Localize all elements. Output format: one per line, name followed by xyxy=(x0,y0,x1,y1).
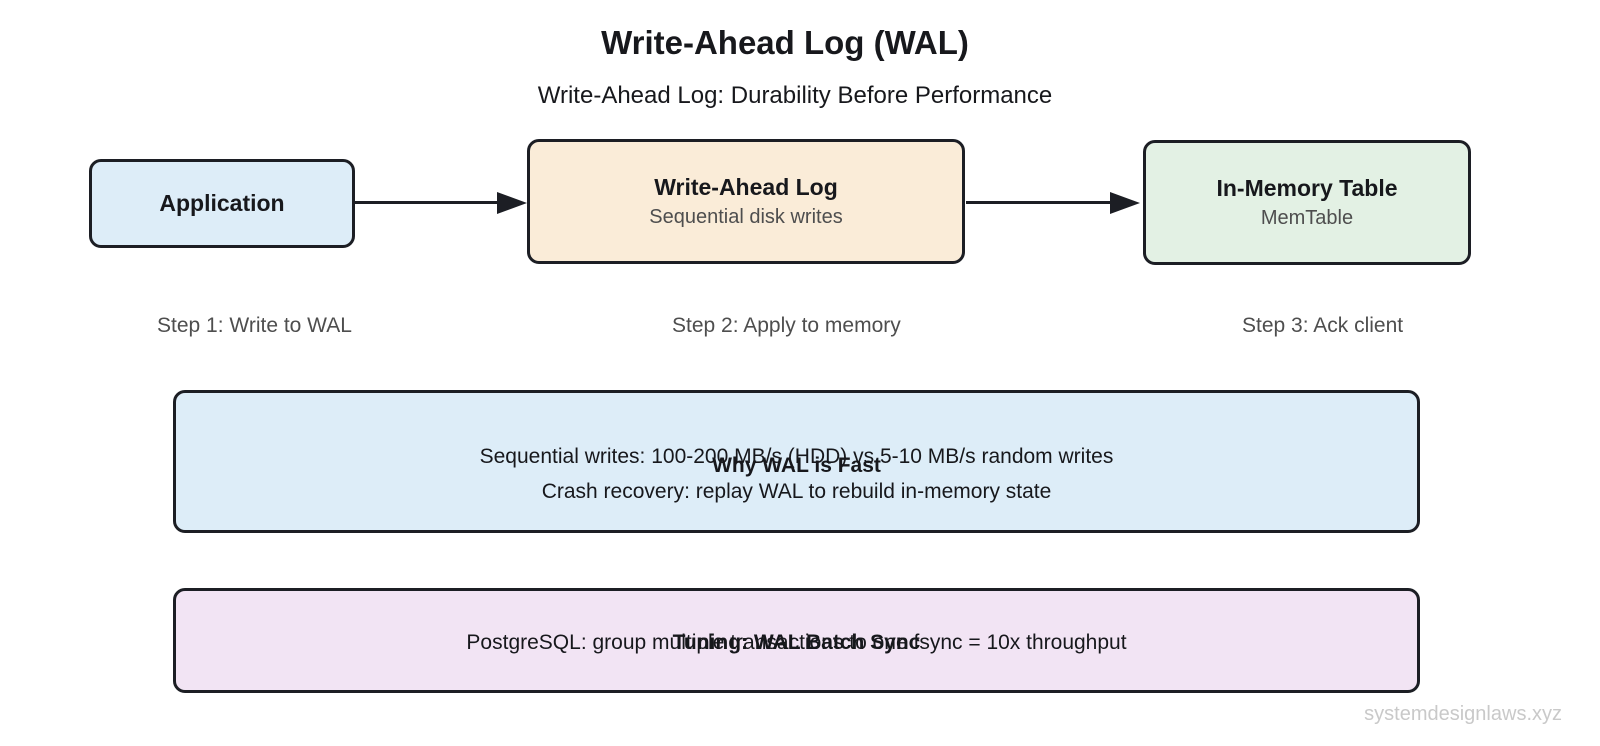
tuning-heading: Tuning: WAL Batch Sync xyxy=(672,631,921,654)
node-wal-label: Write-Ahead Log xyxy=(654,174,838,200)
page-title: Write-Ahead Log (WAL) xyxy=(601,24,969,61)
watermark: systemdesignlaws.xyz xyxy=(1364,703,1562,725)
node-memtable-sublabel: MemTable xyxy=(1260,207,1354,229)
node-write-ahead-log: Write-Ahead Log Sequential disk writes xyxy=(527,139,965,264)
flow-arrow-1-line xyxy=(355,201,500,204)
why-wal-fast-line-1: Sequential writes: 100-200 MB/s (HDD) vs… xyxy=(479,445,1114,468)
node-memtable-label: In-Memory Table xyxy=(1216,175,1398,201)
node-application-label: Application xyxy=(159,190,285,216)
flow-arrow-2-arrowhead-icon xyxy=(1110,192,1140,214)
node-in-memory-table: In-Memory Table MemTable xyxy=(1143,140,1471,265)
step-label-3: Step 3: Ack client xyxy=(1242,314,1404,337)
info-box-tuning-wal-batch-sync: PostgreSQL: group multiple transactions … xyxy=(173,588,1420,693)
tuning-line-1: PostgreSQL: group multiple transactions … xyxy=(466,631,1127,654)
page-subtitle: Write-Ahead Log: Durability Before Perfo… xyxy=(537,82,1053,109)
flow-arrow-1-arrowhead-icon xyxy=(497,192,527,214)
step-label-2: Step 2: Apply to memory xyxy=(672,314,901,337)
flow-arrow-2-line xyxy=(966,201,1112,204)
node-application: Application xyxy=(89,159,355,248)
info-box-why-wal-is-fast: Sequential writes: 100-200 MB/s (HDD) vs… xyxy=(173,390,1420,533)
why-wal-fast-line-2: Crash recovery: replay WAL to rebuild in… xyxy=(541,480,1052,503)
step-label-1: Step 1: Write to WAL xyxy=(157,314,352,337)
node-wal-sublabel: Sequential disk writes xyxy=(649,206,843,228)
why-wal-fast-heading: Why WAL is Fast xyxy=(712,454,881,477)
